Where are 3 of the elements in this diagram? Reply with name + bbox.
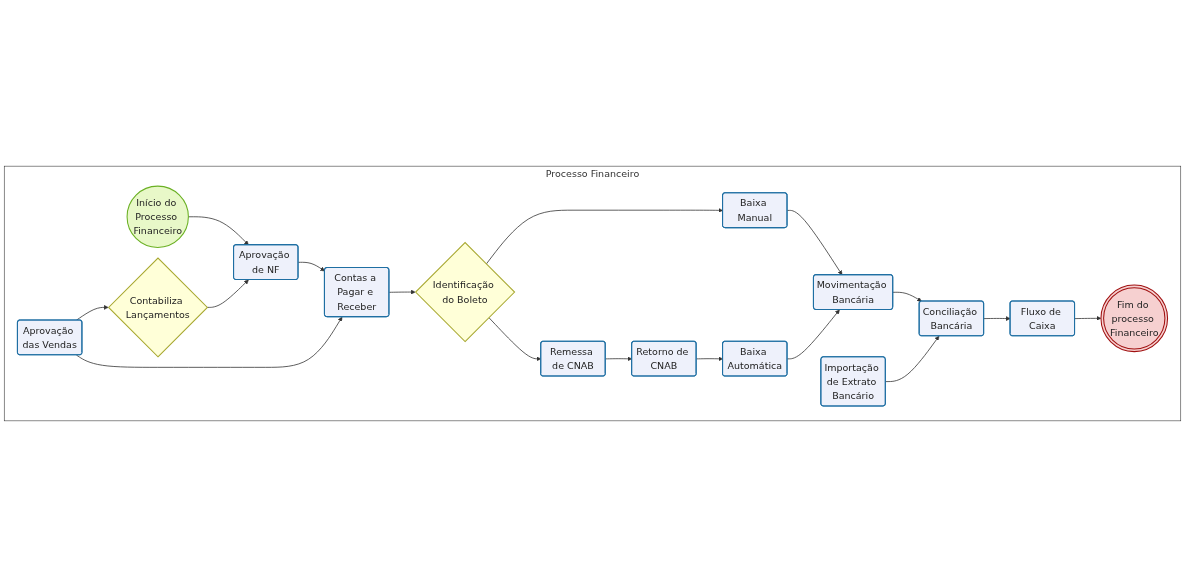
node-diamond: Identificação do Boleto [414, 241, 516, 343]
node-circle: Início do Processo Financeiro [126, 185, 189, 248]
node-diamond: Contabiliza Lançamentos [107, 257, 209, 358]
